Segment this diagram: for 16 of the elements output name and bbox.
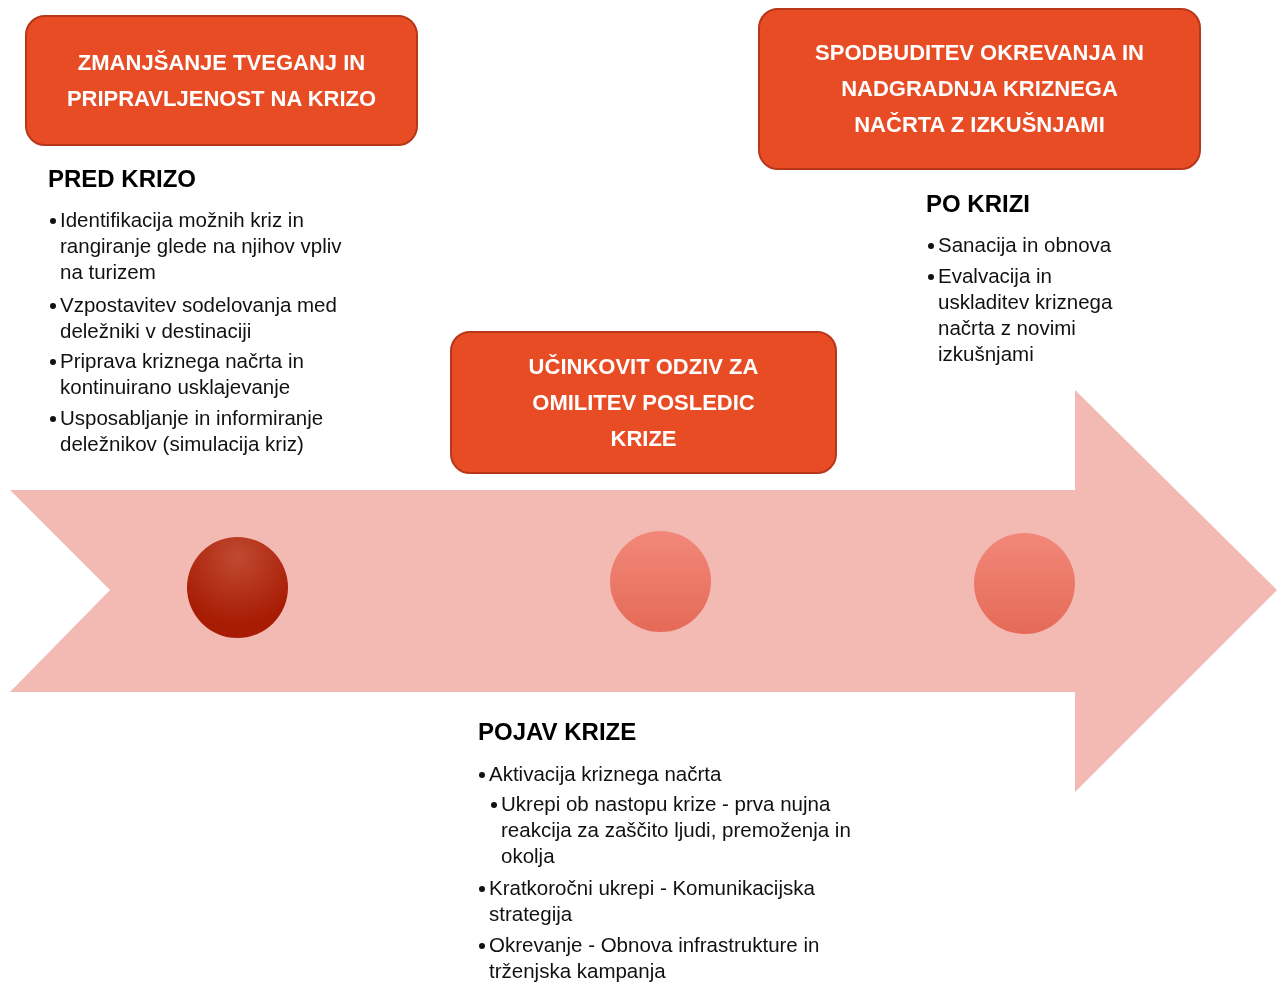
bullet-text: Sanacija in obnova (938, 232, 1113, 258)
phase-box: ZMANJŠANJE TVEGANJ IN PRIPRAVLJENOST NA KRIZO (25, 15, 418, 146)
bullet-text: Aktivacija kriznega načrta (489, 761, 723, 787)
bullet-text: Evalvacija in uskladitev kriznega načrta z novimi izkušnjami (938, 263, 1114, 367)
bullet-text: Priprava kriznega načrta in kontinuirano usklajevanje (60, 348, 305, 400)
phase-heading: PRED KRIZO (48, 165, 196, 193)
bullet-text: Kratkoročni ukrepi - Komunikacijska strategija (489, 875, 816, 927)
bullet-text: Identifikacija možnih kriz in rangiranje glede na njihov vpliv na turizem (60, 207, 343, 285)
bullet-text: Usposabljanje in informiranje deležnikov (simulacija kriz) (60, 405, 325, 457)
bullet-text: Vzpostavitev sodelovanja med deležniki v destinaciji (60, 292, 338, 344)
phase-box: SPODBUDITEV OKREVANJA IN NADGRADNJA KRIZNEGA NAČRTA Z IZKUŠNJAMI (758, 8, 1201, 170)
phase-heading: PO KRIZI (926, 190, 1030, 218)
bullet-text: Okrevanje - Obnova infrastrukture in trženjska kampanja (489, 932, 821, 983)
phase-heading: POJAV KRIZE (478, 718, 637, 746)
phase-box: UČINKOVIT ODZIV ZA OMILITEV POSLEDIC KRIZE (450, 331, 837, 474)
bullet-text: Ukrepi ob nastopu krize - prva nujna reakcija za zaščito ljudi, premoženja in okolja (501, 791, 851, 869)
